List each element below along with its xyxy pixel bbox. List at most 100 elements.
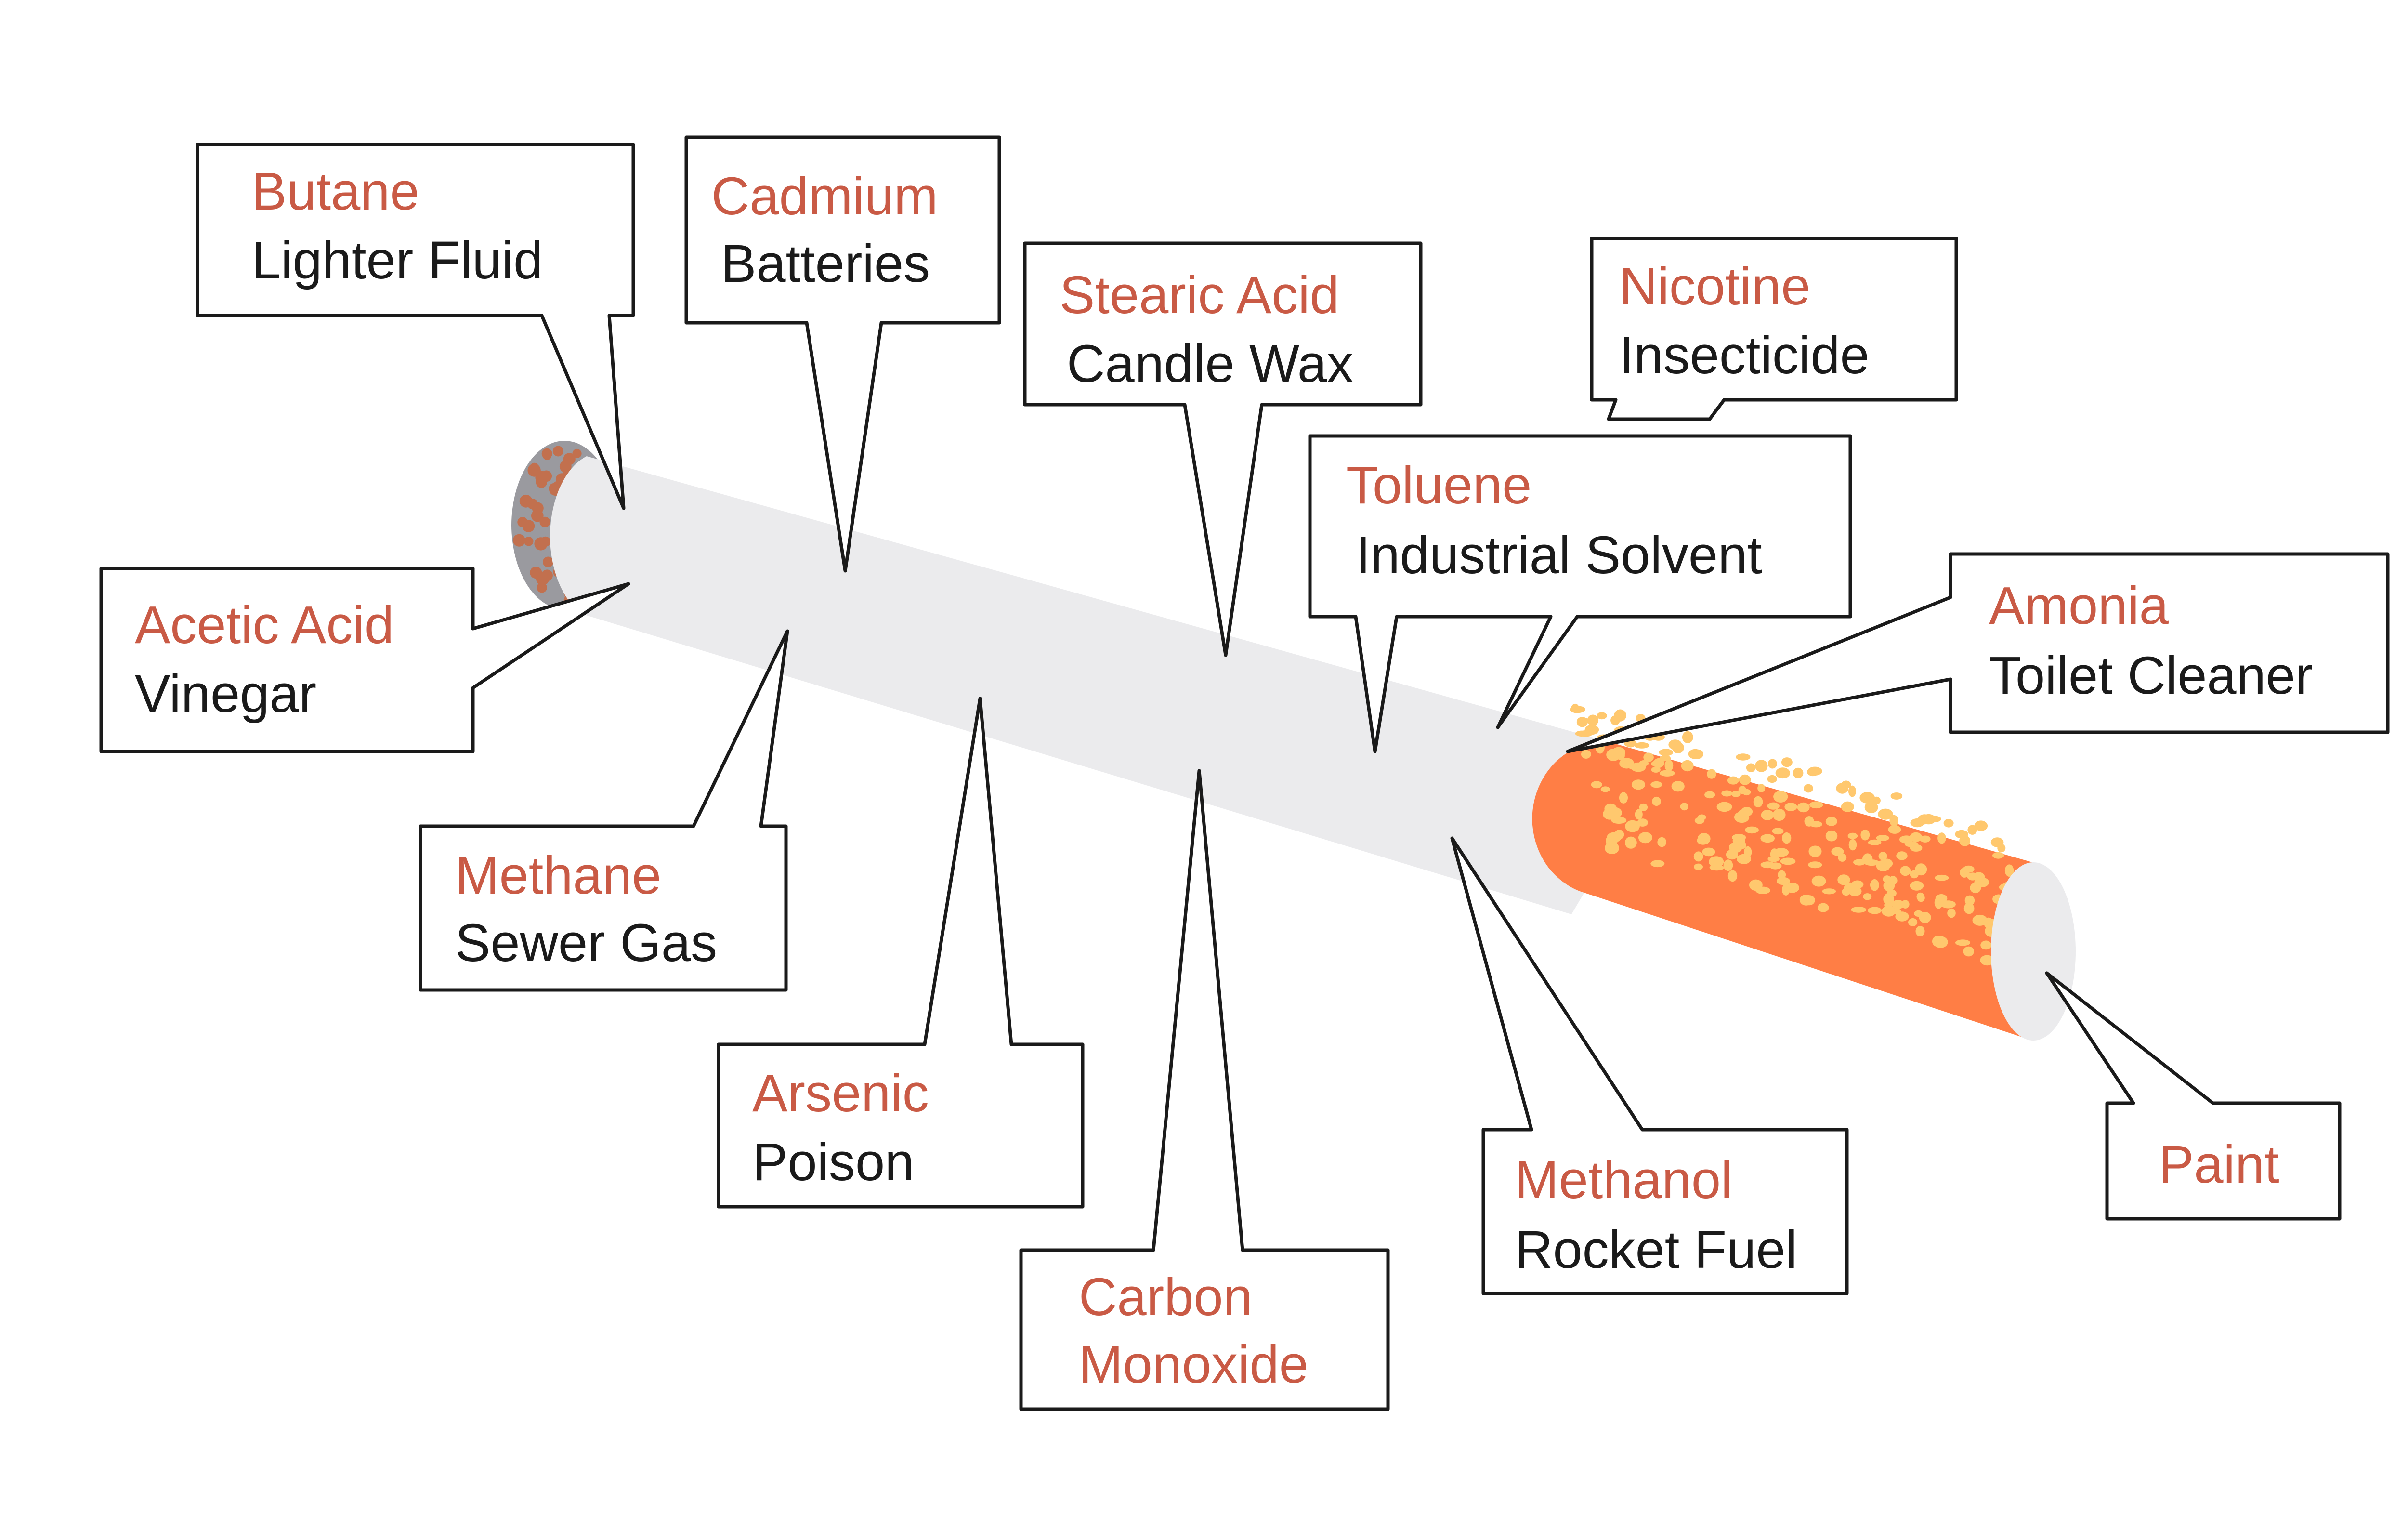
filter-speckle [1587,714,1599,726]
filter-speckle [1760,861,1775,869]
filter-speckle [1770,848,1779,860]
filter-speckle [1841,801,1854,812]
amonia-chemical: Amonia [1989,576,2169,635]
filter-speckle [1804,784,1813,793]
filter-speckle [1853,859,1866,866]
filter-speckle [1631,779,1645,790]
filter-speckle [1709,864,1724,871]
filter-speckle [1797,802,1810,813]
filter-speckle [1693,851,1703,862]
filter-speckle [1872,796,1881,804]
filter-speckle [1723,859,1733,871]
filter-speckle [1881,906,1896,917]
toluene-use: Industrial Solvent [1356,526,1762,585]
filter-speckle [1848,839,1857,851]
carbon-chemical-line2: Monoxide [1079,1335,1309,1394]
filter-speckle [1682,731,1693,743]
filter-speckle [1793,767,1804,778]
filter-speckle [1597,712,1607,720]
ash-dot [527,463,541,477]
filter-speckle [1863,893,1872,900]
filter-speckle [1772,828,1784,835]
filter-speckle [1742,789,1751,796]
filter-speckle [1651,766,1661,773]
filter-speckle [1753,796,1763,808]
filter-speckle [1749,879,1763,891]
filter-speckle [1784,803,1797,811]
filter-speckle [1943,819,1954,828]
carbon-chemical-line1: Carbon [1079,1267,1253,1327]
filter-speckle [1639,760,1649,766]
filter-speckle [1610,715,1620,725]
filter-speckle [1657,837,1666,847]
filter-speckle [1916,892,1924,901]
filter-speckle [1803,895,1815,906]
callout-paint [2045,971,2342,1221]
callout-texts: Butane Lighter Fluid Cadmium Batteries S… [135,162,2313,1394]
ash-dot [572,448,582,459]
filter-speckle [1860,829,1870,841]
filter-speckle [1972,914,1988,926]
ash-dot [549,483,559,493]
filter-speckle [1605,842,1619,854]
filter-speckle [1880,858,1893,869]
filter-speckle [1809,801,1823,809]
filter-speckle [1992,852,2004,859]
filter-speckle [1963,946,1974,957]
filter-speckle [1864,801,1878,814]
filter-speckle [1933,936,1948,948]
filter-speckle [1709,856,1724,868]
filter-speckle [1606,749,1621,761]
filter-speckle [1868,839,1882,845]
filter-speckle [1773,808,1786,821]
filter-speckle [1668,739,1682,750]
filter-speckle [1842,888,1850,896]
filter-speckle [1808,861,1822,869]
filter-speckle [1650,860,1665,868]
filter-speckle [1974,877,1989,888]
filter-speckle [1780,857,1796,865]
cigarette [511,441,2076,1041]
filter-speckle [1910,818,1924,828]
filter-speckle [1619,792,1628,804]
filter-speckle [1680,803,1688,811]
filter-speckle [1900,866,1911,876]
filter-speckle [1727,776,1739,785]
filter-speckle [1889,815,1898,827]
toluene-chemical: Toluene [1346,456,1531,515]
filter-speckle [1955,939,1971,946]
filter-speckle [1980,955,1994,966]
filter-speckle [1919,912,1931,923]
filter-speckle [1643,752,1654,762]
filter-speckle [1635,809,1643,820]
filter-speckle [1825,830,1838,842]
filter-speckle [1763,810,1773,819]
filter-speckle [1734,811,1750,823]
filter-speckle [1697,836,1709,845]
filter-speckle [1639,803,1648,811]
filter-speckle [1570,706,1585,713]
filter-speckle [1901,900,1910,909]
filter-speckle [1878,852,1887,860]
filter-speckle [1922,814,1936,825]
butane-chemical: Butane [251,162,419,221]
filter-speckle [1727,870,1738,882]
ash-dot [541,569,553,581]
filter-speckle [1959,835,1971,846]
filter-speckle [1625,836,1637,849]
filter-speckle [1883,880,1895,892]
filter-speckle [1746,763,1756,772]
amonia-use: Toilet Cleaner [1989,646,2313,705]
arsenic-use: Poison [752,1133,914,1192]
filter-speckle [1809,821,1822,828]
filter-speckle [1963,865,1975,873]
filter-speckle [1935,874,1949,881]
filter-speckle [1895,911,1909,922]
methanol-use: Rocket Fuel [1515,1220,1797,1279]
callout-butane [196,143,635,510]
callout-carbon [1019,769,1390,1411]
cigarette-body [550,456,1664,914]
filter-speckle [1825,817,1837,826]
filter-speckle [1782,832,1792,844]
filter-speckle [1767,802,1780,810]
